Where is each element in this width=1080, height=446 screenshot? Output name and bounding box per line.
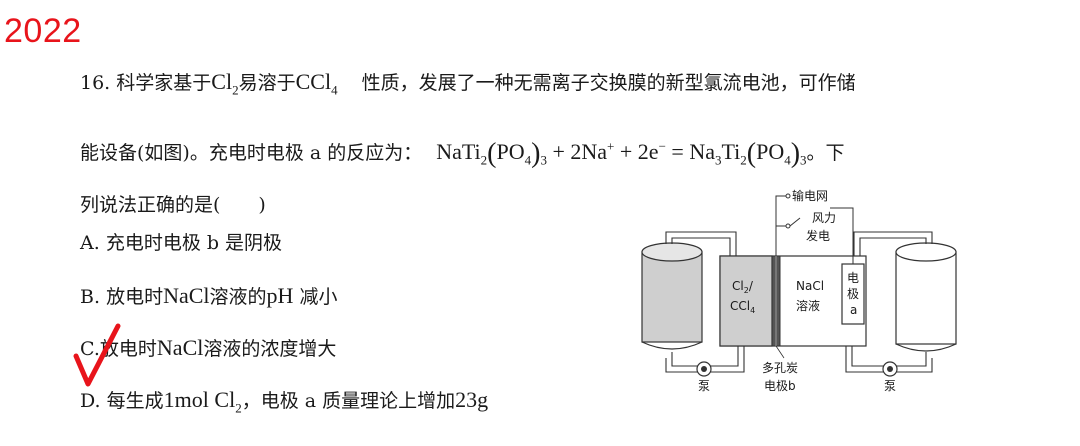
option-a-text: 充电时电极 b 是阴极	[105, 232, 283, 254]
right-cell-label-2: 溶液	[796, 298, 820, 313]
left-cell-label-2: CCl4	[730, 299, 755, 315]
option-b-text-c: 减小	[299, 286, 338, 308]
wires	[775, 193, 854, 264]
question-text-2a: 能设备(如图)。充电时电极 a 的反应为：	[80, 142, 423, 164]
pump-right-label: 泵	[884, 379, 896, 393]
option-c-text-a: 放电时	[99, 338, 157, 360]
left-tank	[641, 242, 703, 350]
option-c-chem: NaCl	[156, 335, 204, 360]
option-d[interactable]: D. 每生成1mol Cl2，电极 a 质量理论上增加23g	[80, 386, 488, 416]
option-b-letter: B.	[80, 286, 101, 308]
porous-label-2: 电极b	[764, 379, 796, 393]
battery-diagram: 输电网 风力 发电 Cl2/ CCl4 NaCl 溶液 电 极 a 多孔炭 电极…	[641, 188, 957, 393]
right-pump	[882, 361, 898, 377]
option-c-letter: C.	[80, 338, 100, 360]
year-label: 2022	[4, 12, 82, 50]
option-d-amount: 1mol Cl2	[163, 387, 242, 416]
wind-label-1: 风力	[812, 211, 836, 225]
cl2-formula: Cl2	[211, 69, 239, 98]
option-c[interactable]: C.放电时NaCl溶液的浓度增大	[80, 334, 336, 361]
pipes	[665, 231, 933, 373]
electrode-label-2: 极	[847, 287, 859, 301]
question-text-1a: 科学家基于	[116, 72, 212, 94]
option-b-chem: NaCl	[163, 283, 210, 308]
option-b[interactable]: B. 放电时NaCl溶液的pH 减小	[80, 282, 338, 309]
left-pump	[696, 361, 712, 377]
option-a[interactable]: A. 充电时电极 b 是阴极	[80, 228, 282, 255]
question-line-3: 列说法正确的是( )	[80, 194, 266, 216]
cl2-compartment	[719, 255, 773, 347]
right-tank	[895, 242, 957, 352]
porous-label-1: 多孔炭	[762, 361, 798, 375]
option-c-text-b: 溶液的浓度增大	[203, 338, 337, 360]
ccl4-formula: CCl4	[295, 69, 338, 98]
question-line-1: 16. 科学家基于Cl2易溶于CCl4 性质，发展了一种无需离子交换膜的新型氯流电…	[80, 68, 856, 98]
electrode-label-3: a	[850, 303, 857, 317]
right-cell-label-1: NaCl	[796, 279, 824, 293]
option-d-text-a: 每生成	[106, 390, 164, 412]
left-cell-label-1: Cl2/	[732, 279, 754, 295]
option-b-text-b: 溶液的	[209, 286, 267, 308]
question-text-1b: 易溶于	[238, 72, 296, 94]
option-d-text-b: ，电极 a 质量理论上增加	[241, 390, 456, 412]
grid-label: 输电网	[792, 188, 828, 203]
reaction-equation: NaTi2(PO4)3 + 2Na+ + 2e− = Na3Ti2(PO4)3	[436, 138, 807, 169]
option-b-ph: pH	[266, 283, 294, 308]
option-d-mass: 23g	[455, 387, 489, 412]
electrode-label-1: 电	[847, 271, 859, 285]
question-text-1c: 性质，发展了一种无需离子交换膜的新型氯流电池，可作储	[361, 72, 856, 94]
wind-label-2: 发电	[806, 228, 830, 243]
question-text-2end: 。下	[806, 142, 845, 164]
question-line-2: 能设备(如图)。充电时电极 a 的反应为： NaTi2(PO4)3 + 2Na+ …	[80, 138, 845, 170]
check-mark-icon	[73, 323, 121, 387]
option-b-text-a: 放电时	[106, 286, 164, 308]
option-d-letter: D.	[80, 390, 101, 412]
pump-left-label: 泵	[698, 379, 710, 393]
option-a-letter: A.	[80, 232, 100, 254]
question-number: 16.	[80, 72, 111, 94]
